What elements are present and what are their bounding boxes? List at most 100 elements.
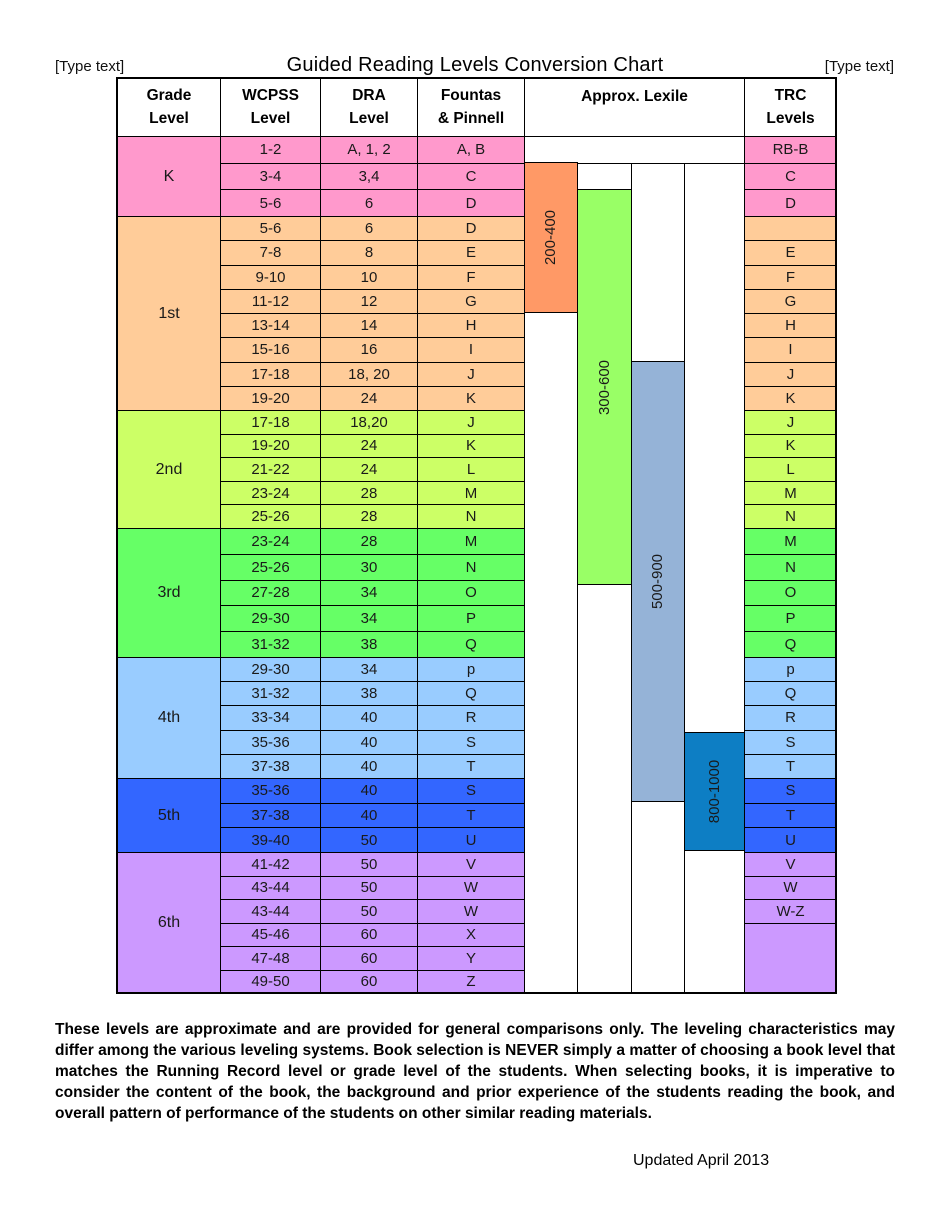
type-text-placeholder-left[interactable]: [Type text] <box>55 58 125 75</box>
trc-cell: N <box>744 553 837 581</box>
wcpss-cell: 37-38 <box>220 753 321 779</box>
wcpss-cell: 17-18 <box>220 410 321 435</box>
fp-cell: O <box>417 579 525 607</box>
dra-cell: 6 <box>320 189 418 217</box>
column-header-approx-lexile: Approx. Lexile <box>524 78 745 137</box>
fp-cell: K <box>417 433 525 459</box>
trc-cell: RB-B <box>744 136 837 164</box>
trc-merged-cell <box>744 922 837 994</box>
wcpss-cell: 9-10 <box>220 264 321 290</box>
dra-cell: 34 <box>320 579 418 607</box>
fp-cell: X <box>417 922 525 947</box>
grade-cell-5th: 5th <box>117 778 221 853</box>
updated-date: Updated April 2013 <box>633 1152 770 1169</box>
dra-cell: 34 <box>320 657 418 683</box>
lexile-bar-label: 800-1000 <box>706 759 723 824</box>
wcpss-cell: 23-24 <box>220 528 321 555</box>
fp-cell: p <box>417 657 525 683</box>
fp-cell: Q <box>417 631 525 658</box>
fp-cell: F <box>417 264 525 290</box>
lexile-strip-3 <box>684 162 745 993</box>
fp-cell: Y <box>417 946 525 971</box>
wcpss-cell: 41-42 <box>220 852 321 877</box>
trc-cell <box>744 216 837 242</box>
page-title: Guided Reading Levels Conversion Chart <box>286 54 664 76</box>
fp-cell: R <box>417 705 525 731</box>
dra-cell: 50 <box>320 899 418 924</box>
dra-cell: 50 <box>320 827 418 853</box>
trc-cell: O <box>744 579 837 607</box>
trc-cell: R <box>744 705 837 731</box>
dra-cell: 50 <box>320 875 418 900</box>
trc-cell: I <box>744 337 837 363</box>
dra-cell: 60 <box>320 946 418 971</box>
dra-cell: 24 <box>320 385 418 411</box>
dra-cell: 28 <box>320 504 418 529</box>
trc-cell: S <box>744 778 837 804</box>
trc-cell: D <box>744 189 837 217</box>
trc-cell: K <box>744 385 837 411</box>
lexile-bar-label: 500-900 <box>649 553 667 610</box>
dra-cell: 60 <box>320 922 418 947</box>
fp-cell: J <box>417 410 525 435</box>
trc-cell: P <box>744 605 837 633</box>
column-header-wcpss-level: WCPSS Level <box>220 78 321 137</box>
dra-cell: 38 <box>320 631 418 658</box>
wcpss-cell: 17-18 <box>220 361 321 387</box>
trc-cell: C <box>744 162 837 191</box>
fp-cell: W <box>417 899 525 924</box>
wcpss-cell: 5-6 <box>220 216 321 242</box>
wcpss-cell: 1-2 <box>220 136 321 164</box>
fp-cell: L <box>417 457 525 482</box>
fp-cell: M <box>417 480 525 506</box>
wcpss-cell: 43-44 <box>220 899 321 924</box>
lexile-bar-200-400: 200-400 <box>524 162 578 313</box>
fp-cell: T <box>417 802 525 829</box>
footer-note: These levels are approximate and are pro… <box>55 1021 895 1122</box>
fp-cell: N <box>417 553 525 581</box>
trc-cell: T <box>744 753 837 779</box>
dra-cell: 40 <box>320 802 418 829</box>
dra-cell: 28 <box>320 480 418 506</box>
trc-cell: M <box>744 528 837 555</box>
trc-cell: J <box>744 410 837 435</box>
dra-cell: 60 <box>320 969 418 994</box>
dra-cell: 8 <box>320 240 418 266</box>
grade-cell-2nd: 2nd <box>117 410 221 529</box>
wcpss-cell: 37-38 <box>220 802 321 829</box>
wcpss-cell: 35-36 <box>220 778 321 804</box>
wcpss-cell: 15-16 <box>220 337 321 363</box>
trc-cell: F <box>744 264 837 290</box>
column-header-grade-level: Grade Level <box>117 78 221 137</box>
lexile-bar-800-1000: 800-1000 <box>684 732 745 851</box>
grade-cell-6th: 6th <box>117 852 221 994</box>
fp-cell: W <box>417 875 525 900</box>
lexile-bar-300-600: 300-600 <box>577 189 632 585</box>
dra-cell: 24 <box>320 433 418 459</box>
fp-cell: V <box>417 852 525 877</box>
wcpss-cell: 29-30 <box>220 605 321 633</box>
dra-cell: 6 <box>320 216 418 242</box>
dra-cell: 40 <box>320 729 418 755</box>
fp-cell: E <box>417 240 525 266</box>
fp-cell: H <box>417 313 525 339</box>
wcpss-cell: 11-12 <box>220 288 321 314</box>
dra-cell: 38 <box>320 681 418 707</box>
trc-cell: S <box>744 729 837 755</box>
wcpss-cell: 43-44 <box>220 875 321 900</box>
wcpss-cell: 25-26 <box>220 553 321 581</box>
dra-cell: 50 <box>320 852 418 877</box>
fp-cell: G <box>417 288 525 314</box>
trc-cell: H <box>744 313 837 339</box>
wcpss-cell: 21-22 <box>220 457 321 482</box>
fp-cell: P <box>417 605 525 633</box>
wcpss-cell: 31-32 <box>220 681 321 707</box>
dra-cell: 30 <box>320 553 418 581</box>
fp-cell: C <box>417 162 525 191</box>
trc-cell: Q <box>744 681 837 707</box>
trc-cell: L <box>744 457 837 482</box>
type-text-placeholder-right[interactable]: [Type text] <box>824 58 894 75</box>
trc-cell: Q <box>744 631 837 658</box>
fp-cell: S <box>417 778 525 804</box>
trc-cell: M <box>744 480 837 506</box>
